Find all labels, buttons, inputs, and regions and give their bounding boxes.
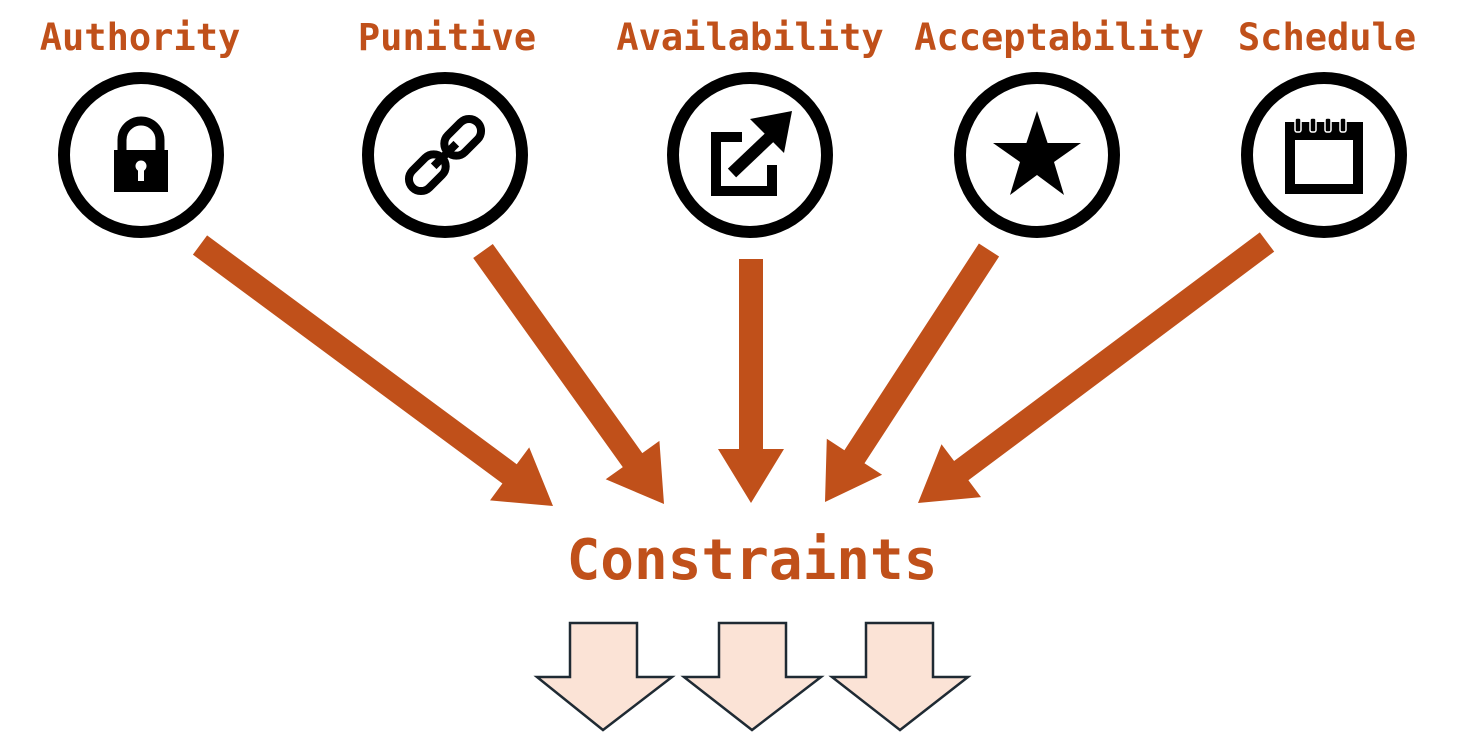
- down-arrow: [828, 621, 972, 732]
- factor-label-punitive: Punitive: [357, 16, 537, 59]
- availability-icon-circle: [667, 72, 833, 238]
- arrow-punitive: [473, 244, 664, 504]
- down-arrow: [680, 621, 825, 732]
- constraints-label: Constraints: [566, 528, 938, 593]
- external-link-icon: [711, 111, 792, 196]
- arrow-schedule: [918, 232, 1275, 503]
- star-icon: [993, 111, 1081, 195]
- arrow-acceptability: [825, 243, 1000, 502]
- calendar-icon: [1285, 117, 1363, 194]
- arrow-authority: [192, 235, 553, 506]
- chain-link-icon: [404, 114, 486, 196]
- converging-arrows: [192, 232, 1275, 506]
- lock-icon: [114, 116, 168, 192]
- down-arrow: [533, 621, 676, 732]
- factor-label-schedule: Schedule: [1237, 16, 1417, 59]
- factor-label-availability: Availability: [616, 16, 884, 59]
- arrow-availability: [718, 259, 784, 503]
- factor-label-acceptability: Acceptability: [914, 16, 1204, 59]
- factor-label-authority: Authority: [39, 16, 241, 59]
- acceptability-icon-circle: [954, 72, 1120, 238]
- down-arrows: [533, 621, 972, 732]
